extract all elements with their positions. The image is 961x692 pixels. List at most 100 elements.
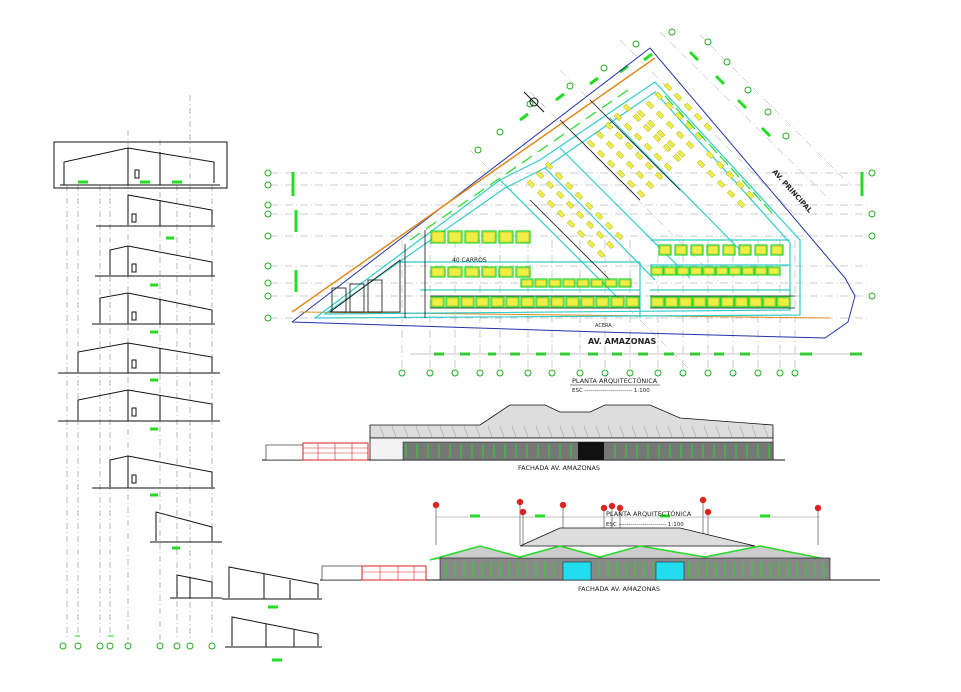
- stall: [614, 231, 624, 241]
- section-2: [96, 194, 215, 240]
- elevation-2-overlap-scale: ESC ------------------------ 1:100: [606, 522, 684, 528]
- wall-segment: [441, 210, 453, 219]
- stall: [461, 297, 474, 307]
- stall: [615, 150, 625, 160]
- section-5: [58, 342, 220, 382]
- stall: [634, 151, 644, 161]
- stall: [551, 297, 564, 307]
- stall-frame: [650, 296, 665, 308]
- stall-frame: [664, 296, 679, 308]
- stall: [655, 110, 665, 120]
- stall: [555, 190, 565, 200]
- stall: [584, 201, 594, 211]
- stall: [585, 220, 595, 230]
- marker-dot: [814, 504, 822, 512]
- stall-frame: [595, 296, 610, 308]
- stall: [665, 120, 675, 130]
- roof-line: [499, 425, 505, 438]
- stall: [646, 119, 656, 129]
- stall-frame: [748, 296, 763, 308]
- stall: [691, 245, 703, 255]
- stall: [725, 170, 735, 180]
- stall: [659, 245, 671, 255]
- gable-roofs: [429, 545, 831, 561]
- roof-line: [379, 425, 385, 438]
- stall: [675, 130, 685, 140]
- stall: [735, 180, 745, 190]
- elevation-2: PLANTA ARQUITECTÓNICA ESC --------------…: [320, 496, 880, 593]
- roof-markers: [432, 496, 822, 545]
- stall-frame: [776, 296, 791, 308]
- roof-line: [583, 425, 589, 438]
- stall: [516, 231, 530, 243]
- stall: [735, 297, 748, 307]
- stall: [536, 189, 546, 199]
- stall: [556, 209, 566, 219]
- stall: [546, 199, 556, 209]
- stall: [521, 279, 533, 287]
- stall-frame: [715, 266, 729, 276]
- section-6: [58, 389, 220, 431]
- stall: [679, 297, 692, 307]
- stall: [616, 169, 626, 179]
- stall: [595, 130, 605, 140]
- wall-segment: [489, 177, 501, 186]
- stall: [736, 199, 746, 209]
- stall: [675, 245, 687, 255]
- wall-segment: [473, 188, 485, 197]
- roof-line: [523, 425, 529, 438]
- plan-diagonal-grid: [469, 31, 851, 371]
- stall: [645, 180, 655, 190]
- roof-line: [763, 425, 769, 438]
- stall: [625, 160, 635, 170]
- stall: [652, 133, 662, 143]
- stall: [604, 221, 614, 231]
- stall: [605, 140, 615, 150]
- stall: [653, 152, 663, 162]
- elevation-1: FACHADA AV. AMAZONAS: [262, 404, 785, 472]
- stall: [549, 279, 561, 287]
- plan-left-grid-bubbles: [264, 169, 876, 322]
- roof-line: [667, 425, 673, 438]
- stall: [726, 189, 736, 199]
- stall: [446, 297, 459, 307]
- stall: [705, 150, 715, 160]
- stall: [604, 121, 614, 131]
- stall: [465, 231, 479, 243]
- stall: [674, 111, 684, 121]
- stall: [635, 170, 645, 180]
- roof-line: [715, 425, 721, 438]
- marker-dot: [616, 504, 624, 512]
- stall-frame: [430, 296, 445, 308]
- wall-segment: [521, 155, 533, 164]
- stall: [715, 160, 725, 170]
- wall-segment: [425, 221, 437, 230]
- stall: [755, 245, 767, 255]
- stall: [476, 297, 489, 307]
- stall: [499, 267, 513, 277]
- stall: [574, 191, 584, 201]
- section-elevations-column: [53, 95, 322, 662]
- stall: [707, 297, 720, 307]
- stall-frame: [515, 230, 531, 244]
- stall: [448, 231, 462, 243]
- roof-line: [427, 425, 433, 438]
- stall: [771, 245, 783, 255]
- roof-line: [391, 425, 397, 438]
- stall: [633, 132, 643, 142]
- stall-frame: [728, 266, 742, 276]
- stall: [745, 190, 755, 200]
- roof-line: [631, 425, 637, 438]
- stall-frame: [702, 266, 716, 276]
- stall-frame: [498, 266, 514, 278]
- roof-line: [751, 425, 757, 438]
- wall-segment: [617, 89, 629, 98]
- stall-frame: [580, 296, 595, 308]
- stall-frame: [741, 266, 755, 276]
- stall: [763, 297, 776, 307]
- stall: [683, 102, 693, 112]
- wall-segment: [752, 191, 762, 202]
- stall: [431, 231, 445, 243]
- roof-line: [439, 425, 445, 438]
- stall: [611, 297, 624, 307]
